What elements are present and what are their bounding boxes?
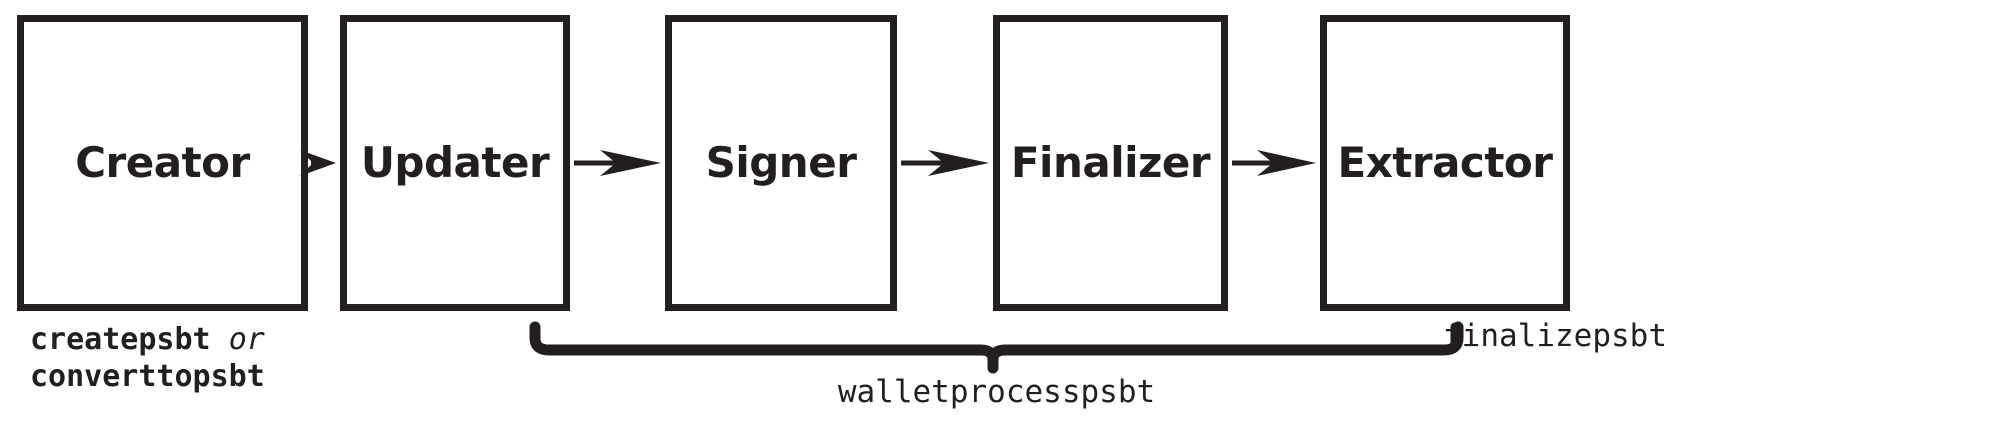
creator-command-primary: createpsbt [30,322,211,357]
creator-command-line-2: converttopsbt [30,358,265,394]
creator-command-conjunction: or [228,322,265,357]
creator-command-annotation: createpsbt or converttopsbt [30,322,265,395]
stage-box-finalizer[interactable]: Finalizer [993,15,1228,311]
stage-box-updater[interactable]: Updater [340,15,570,311]
arrow-updater-to-signer [574,150,661,176]
stage-label-finalizer: Finalizer [1010,138,1211,187]
stage-box-creator[interactable]: Creator [17,15,308,311]
stage-box-signer[interactable]: Signer [665,15,897,311]
stage-label-extractor: Extractor [1337,138,1553,187]
creator-command-line-1: createpsbt or [30,322,265,359]
extractor-command-annotation: finalizepsbt [1443,318,1667,354]
arrow-signer-to-finalizer [901,150,989,176]
stage-label-signer: Signer [705,138,857,187]
arrow-finalizer-to-extractor [1232,150,1316,176]
stage-box-extractor[interactable]: Extractor [1320,15,1570,311]
wallet-command-annotation: walletprocesspsbt [837,374,1156,410]
stage-label-creator: Creator [75,138,250,187]
stage-label-updater: Updater [360,138,550,187]
